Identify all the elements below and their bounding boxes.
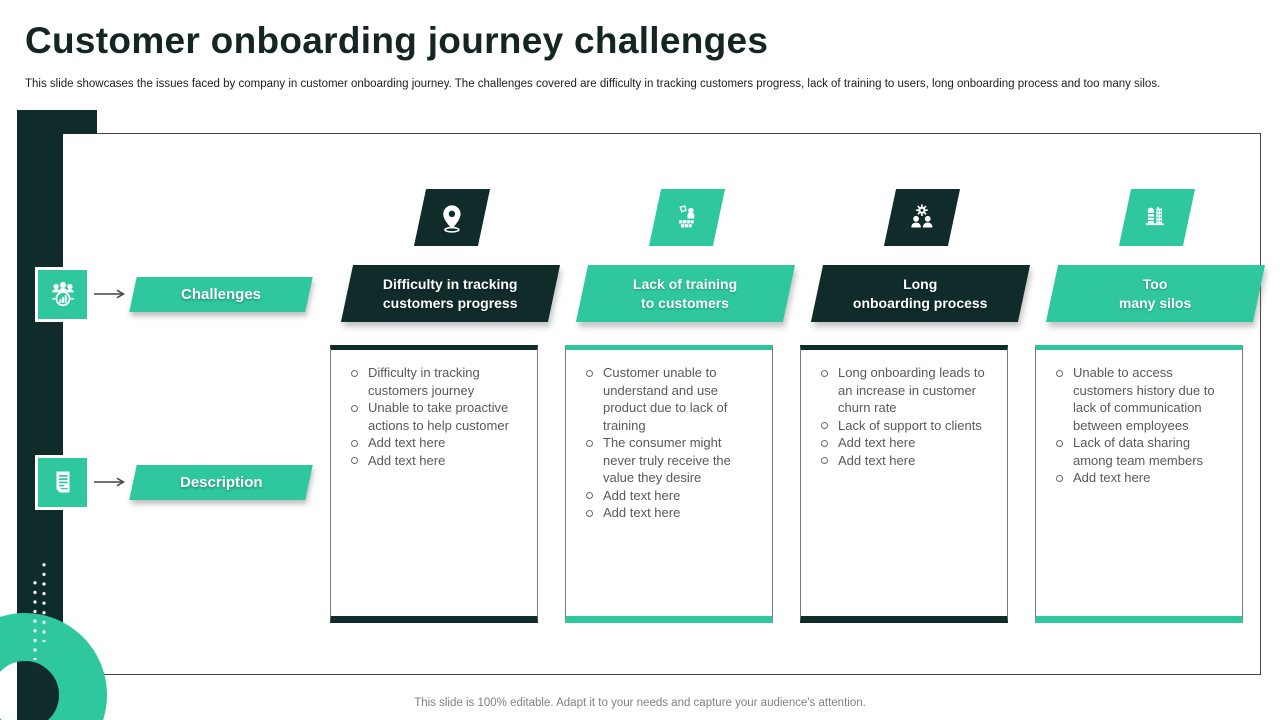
challenge-column-4: Too many silos Unable to access customer…: [1035, 189, 1266, 624]
bullet-item: Lack of data sharing among team members: [1056, 434, 1234, 469]
bullet-marker: [821, 422, 828, 429]
arrow-icon: [94, 477, 126, 487]
description-box: Unable to access customers history due t…: [1035, 345, 1243, 623]
header-line: onboarding process: [853, 294, 988, 311]
column-header-banner: Long onboarding process: [810, 265, 1031, 322]
challenge-column-1: Difficulty in tracking customers progres…: [330, 189, 561, 624]
bullet-text: Add text here: [368, 452, 446, 468]
column-header-banner: Difficulty in tracking customers progres…: [340, 265, 561, 322]
bullet-item: Add text here: [351, 434, 529, 452]
training-icon: [648, 189, 726, 246]
bullet-text: Difficulty in tracking customers journey: [368, 365, 480, 398]
column-header-banner: Lack of training to customers: [575, 265, 796, 322]
bullet-text: Long onboarding leads to an increase in …: [838, 365, 985, 415]
bullet-text: Customer unable to understand and use pr…: [603, 365, 728, 433]
decor-dots-column: [31, 578, 39, 660]
bullet-item: Lack of support to clients: [821, 417, 999, 435]
challenges-label: Challenges: [180, 286, 262, 303]
description-box: Difficulty in tracking customers journey…: [330, 345, 538, 623]
header-line: Lack of training: [633, 275, 738, 292]
header-line: Too: [1143, 275, 1168, 292]
bullet-text: Add text here: [368, 435, 446, 450]
challenges-banner: Challenges: [129, 277, 313, 312]
team-analysis-icon: [35, 267, 90, 322]
bullet-marker: [821, 439, 828, 447]
bullet-text: Add text here: [838, 452, 916, 468]
header-line: to customers: [641, 294, 730, 311]
bullet-marker: [351, 439, 358, 447]
bullet-item: The consumer might never truly receive t…: [586, 434, 764, 487]
bullet-text: Lack of data sharing among team members: [1073, 435, 1204, 468]
bullet-item: Long onboarding leads to an increase in …: [821, 364, 999, 417]
bullet-text: Unable to take proactive actions to help…: [368, 400, 509, 433]
bullet-marker: [1056, 439, 1063, 447]
header-line: many silos: [1119, 294, 1192, 311]
team-gear-icon: [883, 189, 961, 246]
bullet-marker: [586, 439, 593, 447]
bullet-item: Unable to access customers history due t…: [1056, 364, 1234, 434]
bullet-marker: [821, 457, 828, 464]
bullet-text: Add text here: [1073, 470, 1151, 485]
challenge-column-2: Lack of training to customers Customer u…: [565, 189, 796, 624]
bullet-marker: [821, 369, 828, 377]
footer-note: This slide is 100% editable. Adapt it to…: [414, 697, 866, 709]
bullet-marker: [586, 369, 593, 377]
bullet-item: Add text here: [586, 504, 764, 522]
bullet-marker: [351, 457, 358, 464]
bullet-item: Add text here: [1056, 469, 1234, 487]
bullet-marker: [351, 369, 358, 377]
document-icon: [35, 455, 90, 510]
decor-dots-column: [40, 560, 48, 642]
header-line: customers progress: [383, 294, 518, 311]
bullet-marker: [1056, 474, 1063, 482]
challenge-column-3: Long onboarding process Long onboarding …: [800, 189, 1031, 624]
bullet-marker: [351, 404, 358, 412]
bullet-marker: [586, 509, 593, 517]
bullet-item: Add text here: [586, 487, 764, 505]
description-banner: Description: [129, 465, 313, 500]
bullet-item: Add text here: [351, 452, 529, 470]
bullet-marker: [1056, 369, 1063, 377]
bullet-item: Add text here: [821, 452, 999, 470]
bullet-item: Difficulty in tracking customers journey: [351, 364, 529, 399]
bullet-text: Lack of support to clients: [838, 417, 982, 433]
bullet-item: Unable to take proactive actions to help…: [351, 399, 529, 434]
bullet-text: Add text here: [603, 487, 681, 503]
bullet-item: Add text here: [821, 434, 999, 452]
header-line: Difficulty in tracking: [383, 275, 518, 292]
arrow-icon: [94, 289, 126, 299]
bullet-item: Customer unable to understand and use pr…: [586, 364, 764, 434]
slide-subtitle: This slide showcases the issues faced by…: [25, 78, 1161, 90]
bullet-text: Unable to access customers history due t…: [1073, 365, 1215, 433]
bullet-marker: [586, 492, 593, 499]
description-box: Customer unable to understand and use pr…: [565, 345, 773, 623]
column-header-banner: Too many silos: [1045, 265, 1266, 322]
page-title: Customer onboarding journey challenges: [25, 20, 769, 61]
bullet-text: The consumer might never truly receive t…: [603, 435, 731, 485]
header-line: Long: [903, 275, 938, 292]
location-pin-icon: [413, 189, 491, 246]
bullet-text: Add text here: [838, 435, 916, 450]
bullet-text: Add text here: [603, 505, 681, 520]
silos-icon: [1118, 189, 1196, 246]
description-label: Description: [179, 474, 263, 491]
description-box: Long onboarding leads to an increase in …: [800, 345, 1008, 623]
